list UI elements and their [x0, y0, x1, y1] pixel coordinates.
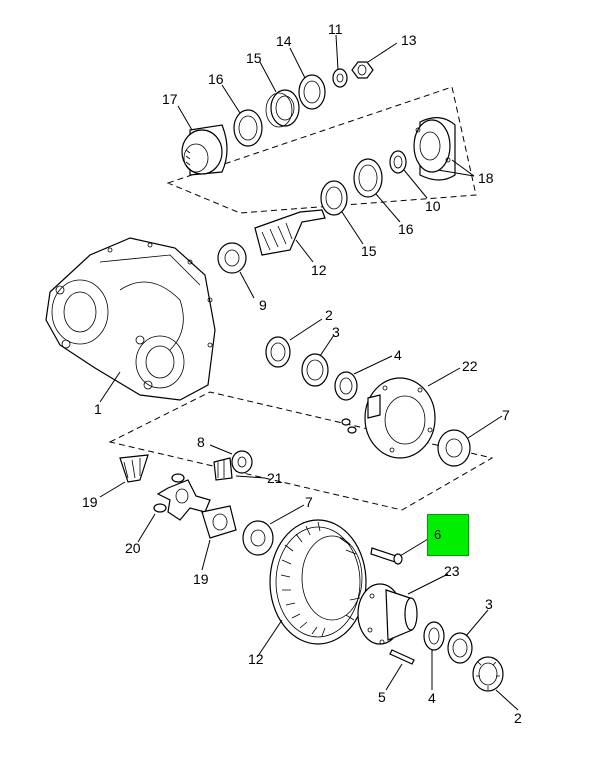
- callout-17: 17: [162, 91, 178, 107]
- thrust-washer-left: [242, 520, 274, 556]
- pinion-oil-seal: [298, 74, 326, 110]
- thrust-washer-right: [437, 429, 471, 467]
- pinion-assembly-boundary: [166, 86, 477, 214]
- callout-12: 12: [311, 262, 327, 278]
- callout-1: 1: [94, 401, 102, 417]
- callout-15-lower: 15: [361, 243, 377, 259]
- bearing-cup-upper: [265, 336, 291, 368]
- callout-4-lower: 4: [428, 690, 436, 706]
- leader-lines: [99, 34, 519, 711]
- highlighted-part-label: 6: [434, 527, 442, 542]
- callout-14: 14: [276, 33, 292, 49]
- bearing-cone-inner: [320, 180, 348, 216]
- pinion-nut: [351, 61, 374, 79]
- ring-gear-bolt: [370, 547, 403, 565]
- bearing-cup-lower: [447, 632, 473, 664]
- differential-assembly-boundary: [108, 391, 494, 511]
- case-bolt-lower: [389, 649, 415, 665]
- spider: [153, 473, 211, 521]
- callout-2-lower: 2: [514, 710, 522, 726]
- side-gear-lower: [201, 505, 237, 539]
- callout-2: 2: [325, 307, 333, 323]
- callout-20: 20: [125, 540, 141, 556]
- callout-11: 11: [328, 21, 343, 37]
- pinion-bearing-cone-outer: [265, 89, 300, 128]
- bearing-upper: [334, 371, 358, 401]
- diff-case-flanged-half: [364, 377, 436, 459]
- callout-3: 3: [332, 324, 340, 340]
- adjusting-nut: [472, 656, 504, 692]
- pinion-cage: [413, 117, 456, 181]
- differential-pinion: [213, 457, 233, 481]
- callout-16-lower: 16: [398, 221, 414, 237]
- pinion-washer: [332, 68, 348, 88]
- callout-7: 7: [502, 407, 510, 423]
- bearing-cone-upper: [301, 353, 329, 387]
- callout-3-lower: 3: [485, 596, 493, 612]
- side-gear-upper: [119, 454, 149, 483]
- carrier-housing: [45, 237, 216, 401]
- callout-9: 9: [259, 297, 267, 313]
- companion-flange: [181, 124, 228, 176]
- callout-7-lower: 7: [305, 494, 313, 510]
- callout-18: 18: [478, 170, 494, 186]
- callout-12-lower: 12: [248, 651, 264, 667]
- bearing-cone-lower: [423, 621, 445, 651]
- callout-4: 4: [394, 347, 402, 363]
- pinion-bearing-cup-outer: [233, 109, 263, 147]
- ring-gear: [269, 519, 367, 645]
- callout-16: 16: [208, 71, 224, 87]
- spacer-washer: [389, 150, 407, 174]
- pinion-thrust-washer: [231, 450, 253, 474]
- callout-5: 5: [378, 689, 386, 705]
- pinion-pilot-bearing: [217, 242, 247, 274]
- callout-19-lower: 19: [193, 571, 209, 587]
- callout-21: 21: [267, 470, 283, 486]
- small-bolts: [341, 418, 357, 434]
- callout-8: 8: [197, 434, 205, 450]
- callout-13: 13: [401, 32, 417, 48]
- callout-15: 15: [246, 50, 262, 66]
- diff-case-plain-half: [357, 583, 418, 645]
- drive-pinion: [254, 209, 326, 256]
- bearing-cup-inner: [353, 158, 383, 198]
- callout-19: 19: [82, 494, 98, 510]
- callout-22: 22: [462, 358, 478, 374]
- callout-10: 10: [425, 198, 441, 214]
- callout-23: 23: [444, 563, 460, 579]
- callouts: 13 11 14 15 16 17 18 10 16 15 12 9 1 2 3…: [82, 21, 522, 726]
- highlighted-part-marker[interactable]: [427, 514, 469, 556]
